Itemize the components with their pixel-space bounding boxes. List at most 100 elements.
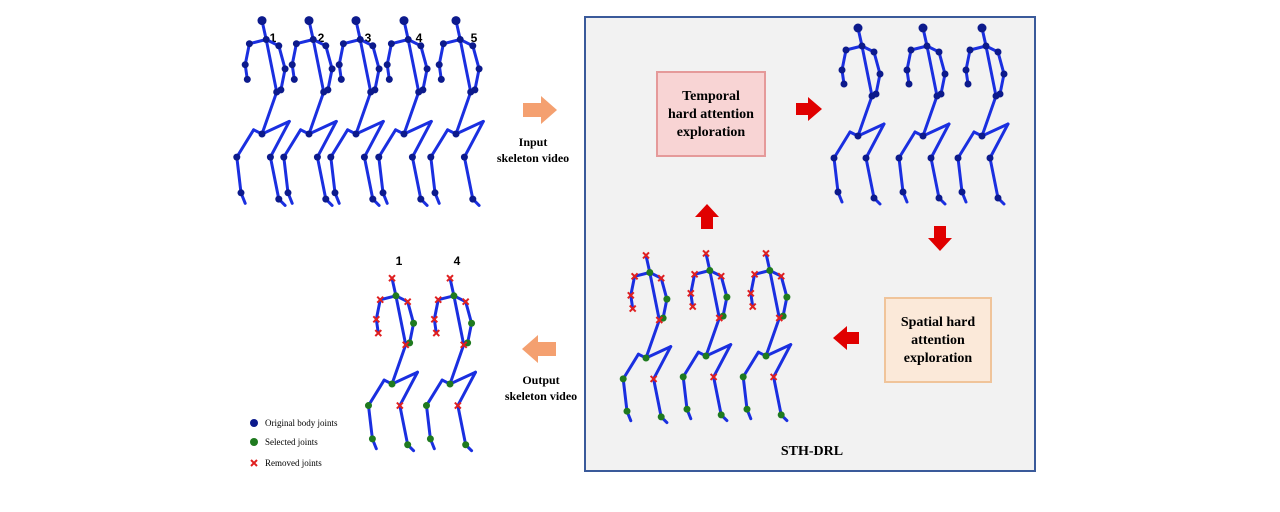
selected-joint <box>464 339 472 347</box>
skeleton-bone <box>897 130 917 160</box>
original-joint <box>854 132 862 140</box>
removed-joint <box>460 341 468 349</box>
temporal-box-line1: Temporal <box>682 89 740 104</box>
selected-joint <box>410 319 418 327</box>
original-joint <box>322 195 330 203</box>
original-joint <box>367 88 375 96</box>
skeleton-bone <box>749 291 755 309</box>
skeleton-bone <box>929 156 941 200</box>
original-joint <box>830 154 838 162</box>
temporal-box-line3: exploration <box>677 125 746 140</box>
removed-joint <box>702 249 710 258</box>
skeleton-figure <box>364 274 419 453</box>
selected-joint <box>777 411 785 419</box>
original-joint <box>423 65 431 73</box>
skeleton-bone <box>424 404 432 441</box>
original-joint <box>262 36 270 43</box>
original-joint <box>840 80 848 88</box>
skeleton-bone <box>279 67 287 92</box>
skeleton-bone <box>704 316 721 358</box>
skeleton-bone <box>362 155 375 201</box>
removed-joint <box>775 314 784 322</box>
skeleton-bone <box>437 42 445 67</box>
skeleton-bone <box>268 155 281 201</box>
skeleton-bone <box>741 375 749 411</box>
original-joint <box>320 88 328 96</box>
selected-joint <box>406 339 414 347</box>
original-joint <box>862 154 870 162</box>
skeleton-bone <box>264 38 279 94</box>
skeleton-bone <box>984 44 998 98</box>
skeleton-bone <box>464 300 474 325</box>
skeleton-bone <box>772 375 783 417</box>
input-frame-number: 2 <box>318 31 325 45</box>
original-joint <box>978 132 986 140</box>
skeleton-bone <box>648 271 661 322</box>
original-joint <box>992 92 1000 100</box>
selected-joint <box>368 435 376 443</box>
original-joint <box>241 61 249 69</box>
removed-joint <box>630 272 639 281</box>
skeleton-bone <box>354 119 385 136</box>
skeleton-bone <box>307 119 338 136</box>
removed-joint <box>709 373 718 381</box>
skeleton-bone <box>406 300 416 325</box>
skeleton-bone <box>659 276 669 301</box>
legend-removed-label: Removed joints <box>265 458 322 468</box>
original-joint <box>451 16 461 26</box>
skeleton-bone <box>937 50 947 76</box>
original-joint <box>935 48 943 56</box>
skeleton-bone <box>956 156 964 194</box>
removed-joint <box>372 315 381 324</box>
selected-joint <box>702 352 710 360</box>
skeleton-bone <box>832 130 852 160</box>
skeleton-bone <box>621 352 640 381</box>
original-joint <box>919 132 927 140</box>
skeleton-bone <box>749 272 757 295</box>
legend-selected-joint-icon <box>250 438 258 446</box>
original-joint <box>467 88 475 96</box>
original-joint <box>273 88 281 96</box>
sth-drl-label: STH-DRL <box>781 444 843 459</box>
removed-joint <box>777 272 785 280</box>
original-joint <box>360 153 368 161</box>
skeleton-bone <box>406 38 421 94</box>
selected-joint <box>657 413 665 421</box>
selected-joint <box>663 295 671 303</box>
skeleton-bone <box>366 404 374 441</box>
removed-joint <box>762 249 770 258</box>
original-joint <box>460 153 468 161</box>
skeleton-bone <box>712 343 733 379</box>
original-joint <box>237 189 245 197</box>
skeleton-bone <box>980 122 1010 138</box>
skeleton-bone <box>362 119 385 159</box>
selected-joint <box>426 435 434 443</box>
original-joint <box>399 16 409 26</box>
selected-joint <box>739 373 747 381</box>
original-joint <box>327 153 335 161</box>
original-joint <box>305 130 313 138</box>
output-label-line2: skeleton video <box>505 389 577 403</box>
removed-joint <box>432 329 440 337</box>
original-joint <box>266 153 274 161</box>
skeleton-bone <box>429 128 450 159</box>
original-joint <box>427 153 435 161</box>
removed-joint <box>454 401 462 410</box>
original-joint <box>858 42 866 50</box>
input-frame-number: 5 <box>471 31 478 45</box>
original-joint <box>400 130 408 138</box>
skeleton-bone <box>689 272 697 295</box>
removed-joint <box>748 302 757 311</box>
original-joint <box>339 40 347 48</box>
original-joint <box>331 189 339 197</box>
original-joint <box>245 40 253 48</box>
removed-joint <box>446 274 454 282</box>
skeleton-bone <box>779 274 789 299</box>
selected-joint <box>743 405 751 413</box>
skeleton-bone <box>473 67 481 92</box>
original-joint <box>335 61 343 69</box>
skeleton-bone <box>315 119 338 159</box>
selected-joint <box>783 293 791 301</box>
selected-joint <box>642 354 650 362</box>
selected-joint <box>422 402 430 410</box>
